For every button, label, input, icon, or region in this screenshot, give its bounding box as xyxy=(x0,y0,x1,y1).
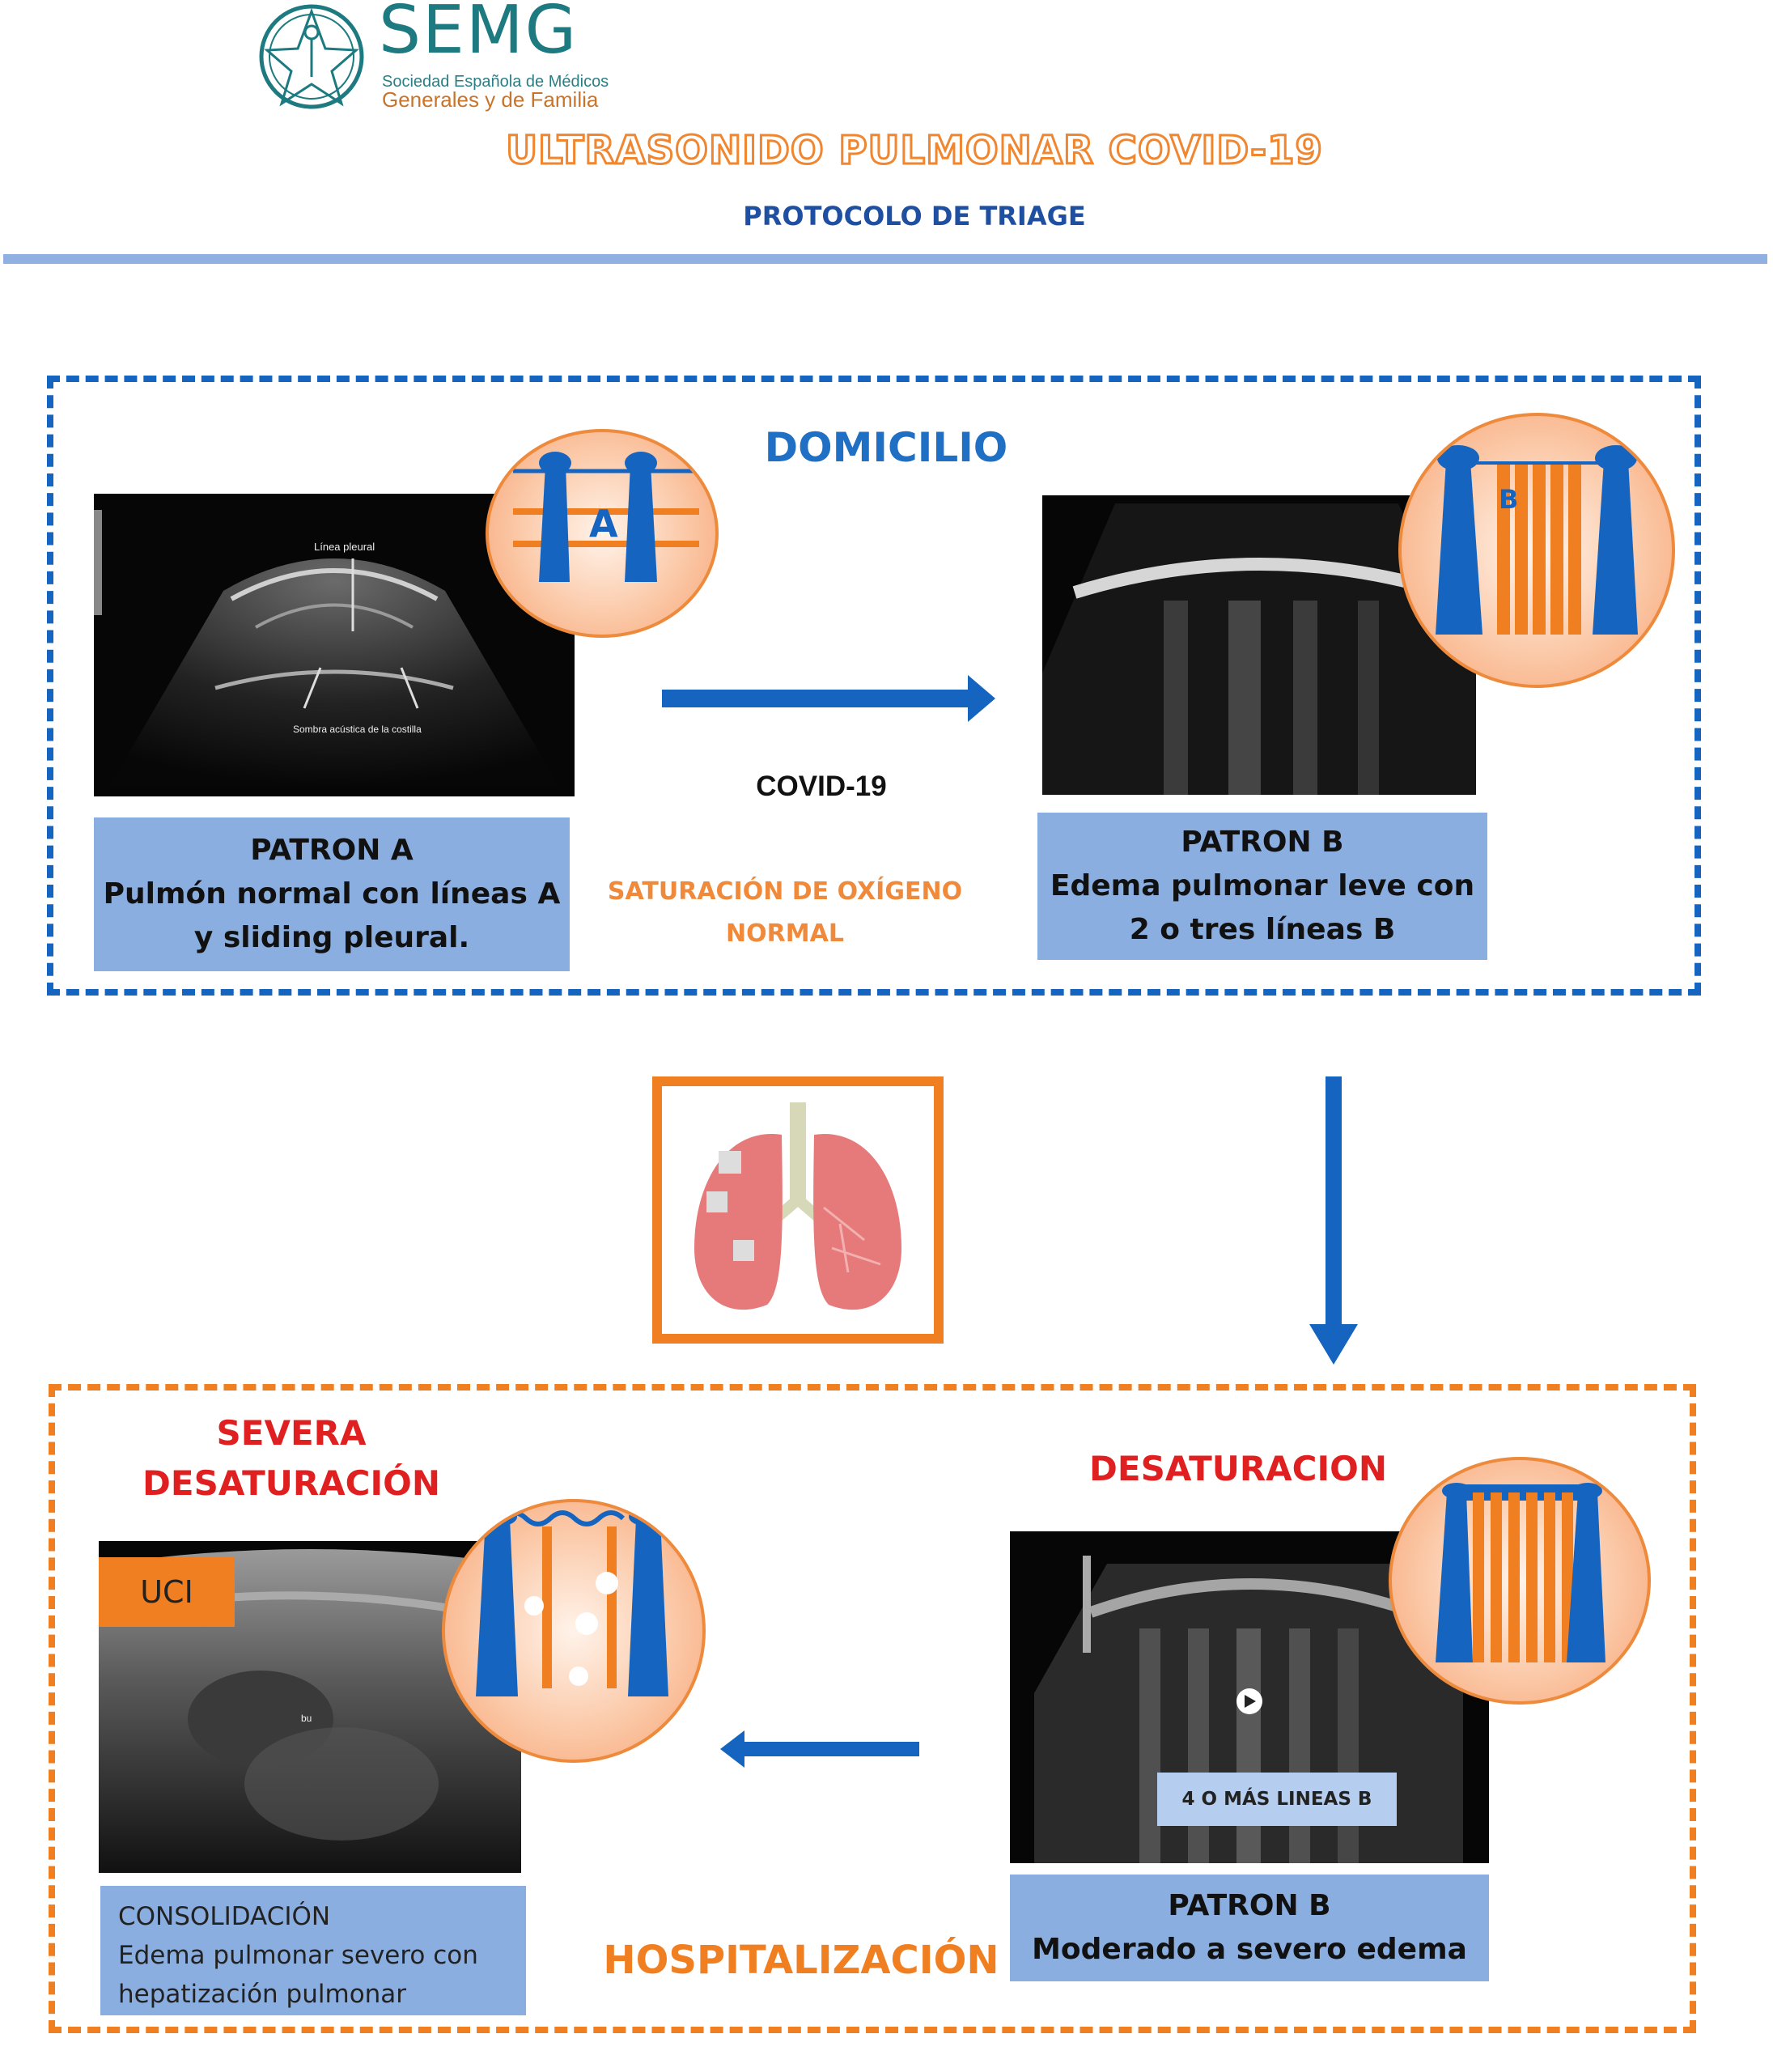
patron-b-title: PATRON B xyxy=(1181,826,1344,859)
covid-label: COVID-19 xyxy=(756,771,887,802)
desaturacion-label: DESATURACION xyxy=(1089,1449,1387,1488)
patron-b-ultrasound xyxy=(1042,495,1476,795)
patron-a-desc2: y sliding pleural. xyxy=(193,921,470,954)
a-lines-icon xyxy=(513,452,699,582)
patron-a-us-label-bottom: Sombra acústica de la costilla xyxy=(293,724,422,735)
lungs-frame xyxy=(652,1076,944,1344)
b-lines-icon xyxy=(1436,445,1638,635)
uci-badge: UCI xyxy=(99,1557,235,1627)
consolidation-desc2: hepatización pulmonar xyxy=(118,1980,407,2009)
consolidation-ultrasound: bu xyxy=(99,1541,521,1873)
lineas-b-label-box: 4 O MÁS LINEAS B xyxy=(1157,1773,1397,1826)
b2-lines-icon xyxy=(1436,1483,1605,1662)
saturation-line2: NORMAL xyxy=(726,919,844,948)
consolidation-icon-circle xyxy=(442,1499,706,1763)
page-title: ULTRASONIDO PULMONAR COVID-19 xyxy=(505,127,1324,175)
header-divider xyxy=(3,254,1767,264)
consolidation-us-label: bu xyxy=(301,1713,312,1724)
patron-a-us-label-top: Línea pleural xyxy=(314,541,375,553)
arrow-right-icon xyxy=(662,675,995,722)
patron-a-scan-image xyxy=(94,510,558,785)
arrow-left-icon xyxy=(720,1730,919,1768)
severa-line2: DESATURACIÓN xyxy=(142,1463,440,1503)
logo-line1: Sociedad Española de Médicos xyxy=(382,73,609,91)
patron-b2-desc: Moderado a severo edema xyxy=(1032,1933,1467,1966)
patron-a-title: PATRON A xyxy=(250,834,414,867)
patron-b-desc2: 2 o tres líneas B xyxy=(1129,913,1396,946)
consolidation-box: CONSOLIDACIÓN Edema pulmonar severo con … xyxy=(100,1886,526,2015)
consolidation-desc1: Edema pulmonar severo con xyxy=(118,1941,478,1970)
patron-b2-icon-circle xyxy=(1389,1457,1651,1705)
patron-b-box: PATRON B Edema pulmonar leve con 2 o tre… xyxy=(1037,813,1487,960)
semg-emblem-icon xyxy=(259,4,364,109)
patron-b2-title: PATRON B xyxy=(1168,1889,1331,1922)
consolidation-lines-icon xyxy=(476,1507,668,1696)
lineas-b-label: 4 O MÁS LINEAS B xyxy=(1181,1789,1372,1810)
patron-b2-box: PATRON B Moderado a severo edema xyxy=(1010,1875,1489,1981)
severa-line1: SEVERA xyxy=(216,1413,367,1453)
b-letter: B xyxy=(1499,484,1519,515)
a-letter: A xyxy=(589,502,618,546)
lungs-icon xyxy=(694,1102,901,1310)
lesion-icon xyxy=(733,1240,754,1261)
lesion-icon xyxy=(706,1191,727,1212)
patron-a-box: PATRON A Pulmón normal con líneas A y sl… xyxy=(94,817,570,971)
page-subtitle: PROTOCOLO DE TRIAGE xyxy=(743,201,1086,231)
hospitalizacion-label: HOSPITALIZACIÓN xyxy=(603,1938,999,1983)
domicilio-frame xyxy=(47,376,1701,996)
saturation-line1: SATURACIÓN DE OXÍGENO xyxy=(607,877,963,906)
semg-logo: SEMG Sociedad Española de Médicos Genera… xyxy=(251,0,631,113)
consolidation-scan-image xyxy=(99,1549,521,1873)
patron-b-desc1: Edema pulmonar leve con xyxy=(1050,869,1475,902)
domicilio-label: DOMICILIO xyxy=(764,424,1008,471)
patron-b-scan-image xyxy=(1042,503,1476,795)
logo-mark: SEMG xyxy=(379,0,579,69)
consolidation-title: CONSOLIDACIÓN xyxy=(118,1902,331,1931)
patron-a-icon-circle: A xyxy=(486,429,719,638)
arrow-down-icon xyxy=(1309,1076,1358,1365)
lesion-icon xyxy=(719,1151,741,1174)
logo-line2: Generales y de Familia xyxy=(382,87,599,112)
patron-a-desc1: Pulmón normal con líneas A xyxy=(103,877,561,911)
patron-b-icon-circle: B xyxy=(1398,413,1675,688)
uci-label: UCI xyxy=(140,1574,193,1610)
hospitalizacion-frame xyxy=(49,1384,1696,2033)
